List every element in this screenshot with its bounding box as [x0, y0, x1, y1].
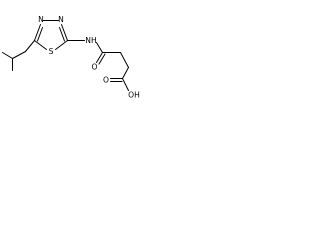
bond-nh-c-amide	[96, 42, 103, 53]
bond-c5-n4-double	[37, 27, 43, 42]
bond-n3-c2-double	[59, 27, 65, 42]
atom-label-oh: OH	[128, 91, 140, 100]
isobutyl-group	[2, 40, 35, 71]
atom-label-nh: NH	[85, 36, 96, 45]
bond-ch3-a-ch	[2, 52, 13, 59]
atom-label-o: O	[92, 63, 98, 72]
bond-c5-n4	[34, 24, 41, 41]
bond-acid-c-oh	[122, 78, 129, 91]
succinamic-acid-chain	[67, 40, 129, 91]
bond-ch2-ch2	[120, 52, 129, 68]
bond-n3-c2	[61, 24, 68, 41]
bond-ch2-c5	[25, 40, 35, 52]
bond-ch-ch2	[12, 51, 26, 59]
atom-label-n: N	[38, 15, 44, 24]
atom-label-n: N	[58, 15, 64, 24]
atom-label-o: O	[103, 76, 109, 85]
bond-amide-c-o-double	[98, 53, 106, 65]
molecular-structure: N N S NH O O OH	[2, 15, 140, 100]
bond-s1-c5	[34, 40, 47, 50]
bond-amide-c-o	[96, 52, 103, 63]
bond-ch2-acid-c	[122, 67, 129, 79]
atom-labels: N N S NH O O OH	[38, 15, 140, 100]
atom-label-s: S	[49, 47, 54, 56]
bond-c2-s1	[55, 40, 68, 50]
thiadiazole-ring	[34, 20, 68, 50]
